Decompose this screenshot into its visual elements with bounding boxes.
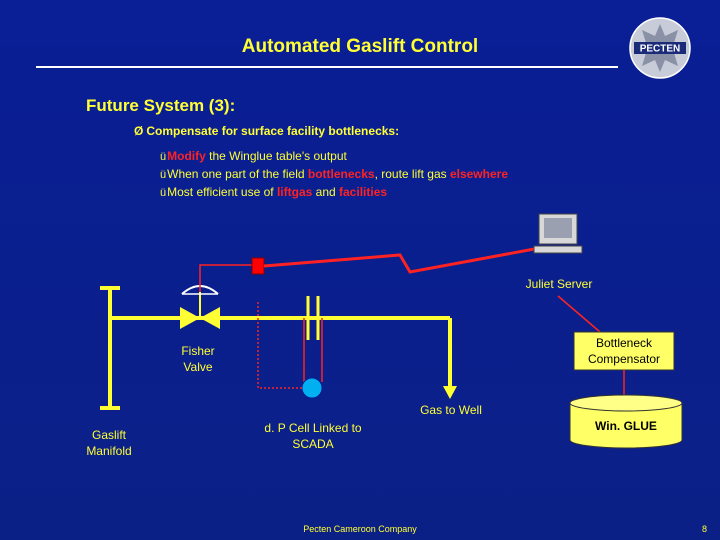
check-bullet-icon: ü <box>160 169 167 181</box>
bullet-text: and <box>312 185 340 199</box>
valve-signal-line <box>199 264 252 292</box>
sub-bullet-item: üModify the Winglue table's output <box>160 148 508 166</box>
valve-body-left <box>180 307 200 329</box>
slide-title: Automated Gaslift Control <box>241 36 479 57</box>
server-screen <box>544 218 572 238</box>
valve-body-right <box>200 307 220 329</box>
highlighted-term: bottlenecks <box>307 167 375 181</box>
check-bullet-icon: ü <box>160 187 167 199</box>
highlighted-term: liftgas <box>276 185 313 199</box>
highlighted-term: elsewhere <box>449 167 508 181</box>
bullet-text: , route lift gas <box>374 167 450 181</box>
comm-link-line <box>263 245 546 274</box>
dp-cell-sensor-icon <box>301 377 323 399</box>
server-keyboard-icon <box>533 245 583 254</box>
gaslift-manifold-label: Gaslift Manifold <box>86 428 132 458</box>
winglue-label: Win. GLUE <box>595 419 657 433</box>
highlighted-term: Modify <box>167 149 206 163</box>
arrow-bullet-icon: Ø <box>134 124 144 138</box>
bottleneck-compensator-label: Bottleneck Compensator <box>587 336 661 366</box>
gas-to-well-label: Gas to Well <box>420 403 482 417</box>
main-bullet-text: Compensate for surface facility bottlene… <box>146 124 400 138</box>
footer-company: Pecten Cameroon Company <box>303 524 417 534</box>
juliet-server-label: Juliet Server <box>525 277 593 291</box>
highlighted-term: facilities <box>339 185 388 199</box>
logo-lettering: PECTEN <box>640 44 681 55</box>
winglue-database-body <box>569 403 683 449</box>
bullet-text: Most efficient use of <box>167 185 277 199</box>
check-bullet-icon: ü <box>160 151 167 163</box>
winglue-database-icon <box>569 394 683 412</box>
gas-to-well-arrow-icon <box>443 386 457 399</box>
sub-bullet-item: üMost efficient use of liftgas and facil… <box>160 184 508 202</box>
bullet-text: When one part of the field <box>167 167 308 181</box>
server-compensator-link <box>557 295 601 333</box>
pecten-logo: PECTEN <box>629 17 691 79</box>
dp-cell-label: d. P Cell Linked to SCADA <box>264 421 362 451</box>
rtu-controller-box <box>251 257 265 275</box>
dp-signal-line <box>257 300 302 389</box>
sub-bullet-item: üWhen one part of the field bottlenecks,… <box>160 166 508 184</box>
bullet-text: the Winglue table's output <box>205 149 347 163</box>
bottleneck-compensator-box <box>573 331 675 371</box>
page-number: 8 <box>702 524 708 534</box>
title-divider <box>36 66 618 68</box>
section-subtitle: Future System (3): <box>86 96 236 115</box>
fisher-valve-label: Fisher Valve <box>181 344 215 374</box>
